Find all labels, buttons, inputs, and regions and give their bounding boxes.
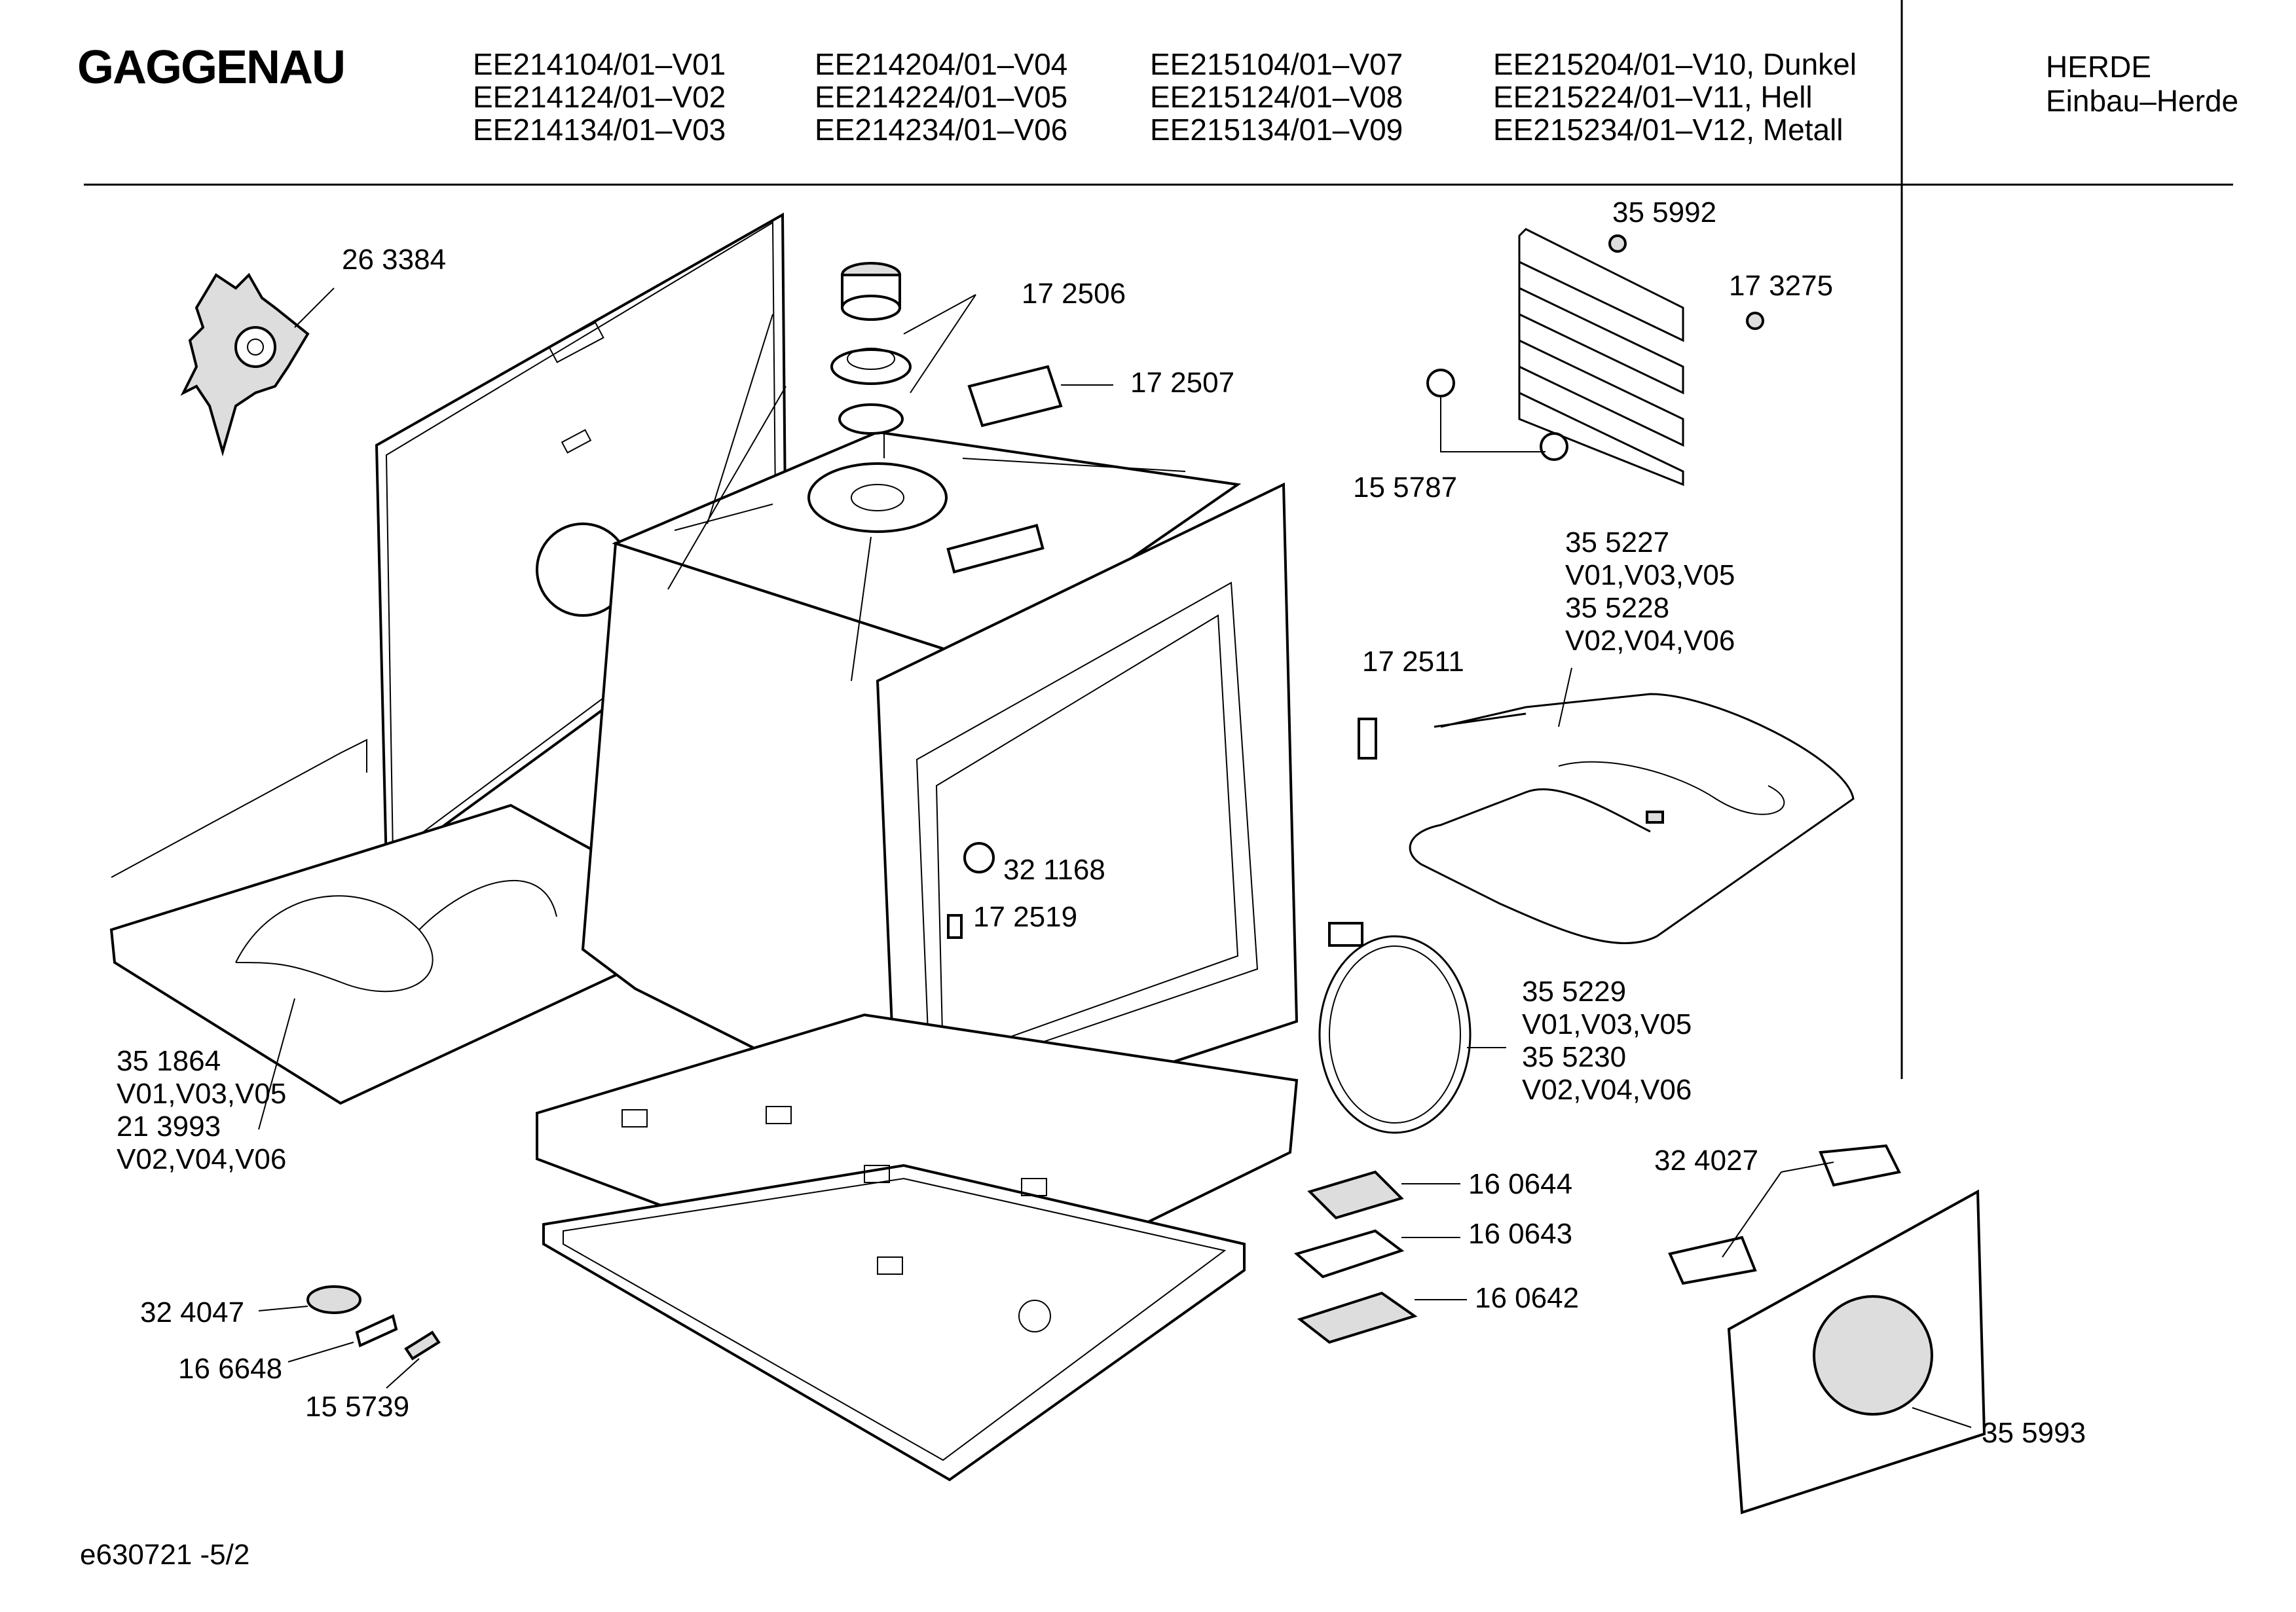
- variant-label: V01,V03,V05: [1522, 1008, 1692, 1040]
- part-label: 35 5993: [1982, 1417, 2086, 1449]
- model-number: EE215124/01–V08: [1150, 80, 1403, 114]
- variant-label: V02,V04,V06: [1522, 1074, 1692, 1106]
- part-label: 35 1864: [117, 1045, 221, 1077]
- part-label: 16 6648: [178, 1353, 283, 1385]
- variant-label: V02,V04,V06: [117, 1143, 287, 1175]
- part-label: 15 5787: [1353, 471, 1458, 504]
- variant-label: V01,V03,V05: [1565, 559, 1735, 591]
- top-heating-element: [1358, 667, 1855, 944]
- part-label: 35 5230: [1522, 1041, 1627, 1073]
- part-label: 17 3275: [1729, 270, 1834, 302]
- lamp-and-switch: [947, 842, 995, 939]
- part-label: 35 5227: [1565, 526, 1670, 559]
- part-label: 32 4047: [140, 1296, 245, 1328]
- leader-line: [258, 998, 295, 1130]
- part-label: 35 5229: [1522, 976, 1627, 1008]
- fan-motor: [180, 272, 335, 457]
- variant-label: V02,V04,V06: [1565, 625, 1735, 657]
- small-fittings: [258, 1285, 441, 1389]
- model-number: EE215204/01–V10, Dunkel: [1493, 47, 1857, 81]
- part-label: 35 5992: [1612, 196, 1717, 229]
- part-label: 17 2506: [1022, 278, 1126, 310]
- gaskets: [1293, 1170, 1467, 1344]
- bottom-plates: [536, 1013, 1299, 1482]
- part-label: 15 5739: [305, 1391, 410, 1423]
- ring-heater: [1318, 922, 1506, 1134]
- variant-label: V01,V03,V05: [117, 1078, 287, 1110]
- model-number: EE214224/01–V05: [815, 80, 1068, 114]
- part-label: 26 3384: [342, 244, 447, 276]
- rear-cover-panel: [1668, 1144, 1986, 1514]
- part-label: 32 4027: [1654, 1145, 1759, 1177]
- oven-cavity: [581, 314, 1299, 1155]
- part-label: 17 2511: [1362, 646, 1464, 678]
- model-number: EE215104/01–V07: [1150, 47, 1403, 81]
- part-label: 17 2519: [973, 901, 1078, 933]
- model-number: EE214234/01–V06: [815, 113, 1068, 147]
- model-number: EE214104/01–V01: [473, 47, 726, 81]
- model-number: EE215134/01–V09: [1150, 113, 1403, 147]
- part-label: 35 5228: [1565, 592, 1670, 624]
- category-title: HERDE: [2046, 50, 2152, 84]
- part-label: 16 0644: [1468, 1168, 1573, 1200]
- part-label: 16 0643: [1468, 1218, 1573, 1250]
- part-label: 21 3993: [117, 1110, 221, 1143]
- part-label: 32 1168: [1003, 854, 1105, 886]
- model-number: EE214134/01–V03: [473, 113, 726, 147]
- brand-logo: GAGGENAU: [77, 41, 346, 94]
- part-label: 17 2507: [1130, 367, 1235, 399]
- shelf-racks: [1426, 228, 1764, 486]
- vent-fittings: [830, 262, 1113, 435]
- model-number: EE215234/01–V12, Metall: [1493, 113, 1843, 147]
- part-label: 16 0642: [1475, 1282, 1580, 1314]
- model-number: EE214124/01–V02: [473, 80, 726, 114]
- model-number: EE214204/01–V04: [815, 47, 1068, 81]
- subcategory-title: Einbau–Herde: [2046, 84, 2239, 118]
- drawing-id: e630721 -5/2: [80, 1539, 250, 1571]
- model-number: EE215224/01–V11, Hell: [1493, 80, 1813, 114]
